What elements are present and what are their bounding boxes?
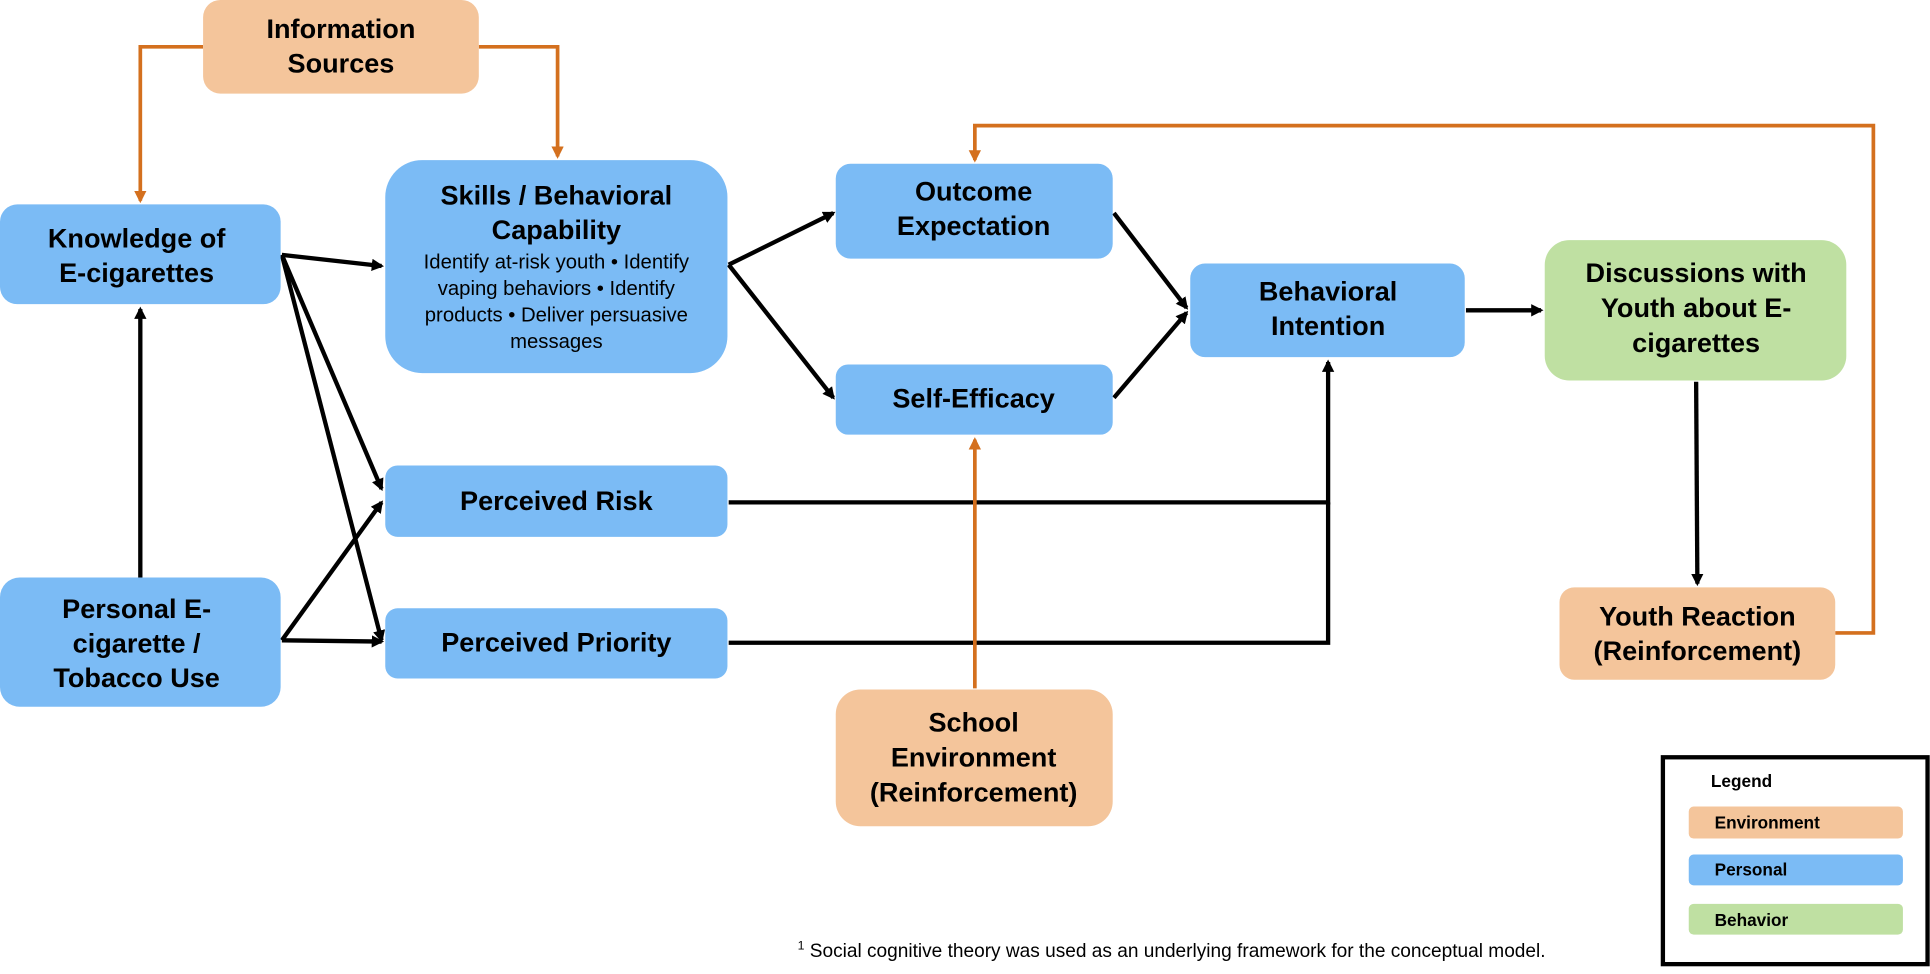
node-detail: Identify at-risk youth • Identify — [424, 251, 690, 273]
node-label: School — [928, 706, 1018, 737]
node-box — [0, 204, 281, 305]
node-box — [835, 163, 1113, 259]
node-box — [385, 608, 728, 679]
footnote: 1 Social cognitive theory was used as an… — [798, 938, 1546, 961]
legend-item-environment: Environment — [1688, 806, 1903, 839]
node-label: Capability — [492, 214, 621, 245]
node-perceived-risk[interactable]: Perceived Risk — [385, 465, 728, 537]
edge-outcome-expectation-to-behavioral-intention — [1112, 211, 1189, 310]
svg-text:Perceived Priority: Perceived Priority — [441, 626, 671, 657]
edge-skills-to-outcome-expectation — [727, 211, 836, 267]
legend-label: Personal — [1715, 859, 1788, 879]
node-box — [1190, 263, 1465, 358]
edge-knowledge-to-skills — [281, 252, 385, 272]
legend: Legend Environment Personal Behavior — [1660, 755, 1930, 967]
node-label: Environment — [891, 742, 1056, 773]
node-knowledge[interactable]: Knowledge of E-cigarettes — [0, 204, 281, 305]
node-personal-use[interactable]: Personal E-cigarette /Tobacco Use — [0, 577, 281, 707]
svg-text:Personal E-cigarette /Tobacco: Personal E-cigarette /Tobacco Use — [53, 593, 219, 693]
node-label: E-cigarettes — [59, 257, 214, 288]
node-label: cigarettes — [1632, 327, 1760, 358]
legend-label: Environment — [1715, 813, 1820, 833]
svg-text:Self-Efficacy: Self-Efficacy — [892, 383, 1055, 414]
footnote-text: Social cognitive theory was used as an u… — [804, 941, 1545, 962]
node-label: Perceived Priority — [441, 626, 671, 657]
edges — [134, 44, 1876, 689]
node-detail: messages — [510, 331, 602, 353]
footnote-marker: 1 — [798, 938, 805, 952]
node-label: (Reinforcement) — [870, 777, 1078, 808]
legend-swatch-behavior — [1688, 903, 1903, 935]
edge-youth-reaction-to-outcome-expectation — [968, 123, 1876, 635]
node-label: Perceived Risk — [460, 485, 654, 516]
node-label: Expectation — [897, 210, 1050, 241]
legend-item-personal: Personal — [1688, 854, 1903, 886]
legend-title: Legend — [1711, 771, 1772, 791]
node-label: Youth Reaction — [1599, 601, 1796, 632]
node-box — [0, 577, 281, 707]
node-box — [385, 465, 728, 537]
node-label: Youth about E- — [1601, 292, 1791, 323]
node-label: Behavioral — [1259, 275, 1397, 306]
edge-knowledge-to-perceived-priority — [279, 254, 386, 643]
node-self-efficacy[interactable]: Self-Efficacy — [835, 364, 1113, 435]
node-label: Sources — [288, 48, 395, 79]
node-label: (Reinforcement) — [1594, 635, 1802, 666]
node-label: Tobacco Use — [53, 662, 219, 693]
node-youth-reaction[interactable]: Youth Reaction(Reinforcement) — [1559, 587, 1836, 680]
node-box — [1544, 240, 1847, 381]
legend-swatch-environment — [1688, 806, 1903, 839]
node-label: Information — [267, 13, 416, 44]
edge-skills-to-self-efficacy — [726, 263, 835, 400]
node-label: cigarette / — [73, 628, 201, 659]
legend-item-behavior: Behavior — [1688, 903, 1903, 935]
node-label: Personal E- — [62, 593, 211, 624]
node-label: Self-Efficacy — [892, 383, 1055, 414]
edge-information-sources-to-skills — [478, 44, 564, 159]
edge-perceived-priority-to-behavioral-intention — [728, 502, 1331, 645]
node-box — [835, 364, 1113, 435]
node-label: Knowledge of — [48, 222, 226, 253]
edge-personal-use-to-perceived-priority — [281, 635, 385, 648]
edge-knowledge-to-perceived-risk — [279, 254, 384, 492]
node-label: Intention — [1271, 310, 1385, 341]
edge-information-sources-to-knowledge — [134, 44, 204, 204]
svg-text:Youth Reaction(Reinforcement): Youth Reaction(Reinforcement) — [1594, 601, 1802, 666]
svg-text:Perceived Risk: Perceived Risk — [460, 485, 654, 516]
node-perceived-priority[interactable]: Perceived Priority — [385, 608, 728, 679]
legend-label: Behavior — [1715, 910, 1789, 930]
edge-personal-use-to-perceived-risk — [280, 500, 384, 642]
node-label: Discussions with — [1586, 257, 1807, 288]
legend-swatch-personal — [1688, 854, 1903, 886]
node-box — [385, 160, 728, 374]
edge-self-efficacy-to-behavioral-intention — [1112, 310, 1189, 400]
node-box — [1559, 587, 1836, 680]
node-box — [835, 689, 1113, 827]
svg-text:Identify at-risk youth • Ident: Identify at-risk youth • Identify vaping … — [424, 251, 690, 352]
node-label: Skills / Behavioral — [440, 179, 672, 210]
node-detail: vaping behaviors • Identify — [438, 278, 676, 300]
node-detail: products • Deliver persuasive — [425, 304, 688, 326]
svg-text:Knowledge ofE-cigarettes: Knowledge of E-cigarettes — [48, 222, 226, 287]
node-label: Outcome — [915, 176, 1032, 207]
node-box — [203, 0, 479, 94]
edge-discussions-to-youth-reaction — [1691, 381, 1704, 587]
